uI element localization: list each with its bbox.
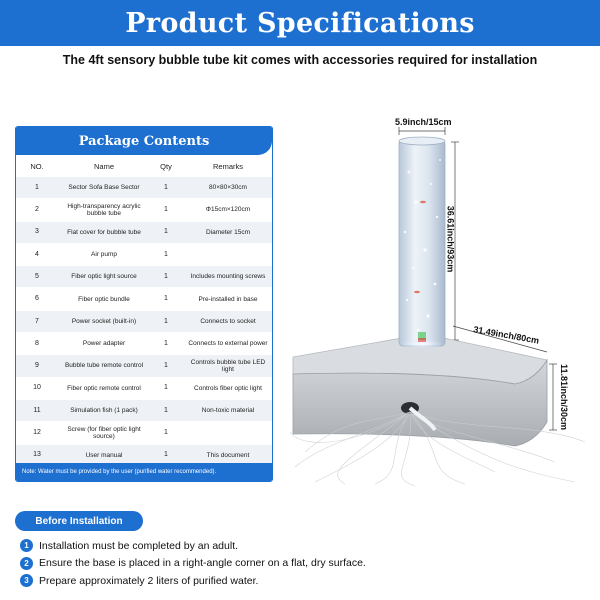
cell-no: 13: [16, 444, 58, 466]
cell-name: Bubble tube remote control: [58, 355, 150, 377]
cell-name: Power socket (built-in): [58, 310, 150, 333]
cell-name: High-transparency acrylic bubble tube: [58, 199, 150, 221]
cell-no: 1: [16, 177, 58, 199]
cell-no: 7: [16, 310, 58, 333]
cell-name: Flat cover for bubble tube: [58, 221, 150, 243]
cell-qty: 1: [150, 377, 182, 399]
bubble-tube-image: [289, 127, 586, 487]
cell-name: Screw (for fiber optic light source): [58, 422, 150, 444]
cell-remarks: Controls fiber optic light: [182, 377, 272, 399]
header-name: Name: [93, 162, 114, 171]
cell-remarks: Diameter 15cm: [182, 221, 272, 243]
product-illustration: 5.9inch/15cm 36.61inch/93cm 31.49inch/80…: [285, 112, 595, 488]
installation-steps: 1 Installation must be completed by an a…: [20, 537, 590, 590]
cell-remarks: Non-toxic material: [182, 399, 272, 422]
step-text: Installation must be completed by an adu…: [39, 539, 239, 552]
header-no: NO.: [30, 162, 44, 171]
step-number-badge: 3: [20, 574, 33, 588]
cell-remarks: This document: [182, 444, 272, 466]
header-qty: Qty: [160, 162, 172, 171]
header-remarks: Remarks: [212, 162, 243, 171]
tube-height-label: 36.61inch/93cm: [445, 205, 456, 273]
cell-qty: 1: [150, 333, 182, 355]
step-number-badge: 2: [20, 556, 33, 570]
table-header-row: NO. Name Qty Remarks: [16, 157, 272, 176]
cell-qty: 1: [150, 243, 182, 266]
list-item: 3 Prepare approximately 2 liters of puri…: [20, 572, 590, 590]
package-contents-title: Package Contents: [16, 127, 272, 155]
cell-qty: 1: [150, 199, 182, 221]
cell-no: 4: [16, 243, 58, 266]
cell-remarks: Connects to socket: [182, 310, 272, 333]
cell-no: 10: [16, 377, 58, 399]
cell-qty: 1: [150, 444, 182, 466]
cell-remarks: Includes mounting screws: [182, 266, 272, 288]
page-title: Product Specifications: [125, 7, 475, 39]
cell-no: 2: [16, 199, 58, 221]
cell-qty: 1: [150, 266, 182, 288]
cell-qty: 1: [150, 221, 182, 243]
cell-remarks: Pre-installed in base: [182, 288, 272, 310]
before-installation-badge: Before Installation: [15, 511, 143, 531]
cell-no: 9: [16, 355, 58, 377]
cell-name: Fiber optic light source: [58, 266, 150, 288]
cell-no: 5: [16, 266, 58, 288]
cell-remarks: [182, 243, 272, 266]
cell-no: 11: [16, 399, 58, 422]
package-note: Note: Water must be provided by the user…: [16, 463, 272, 481]
cell-name: User manual: [58, 444, 150, 466]
cell-qty: 1: [150, 288, 182, 310]
cell-qty: 1: [150, 355, 182, 377]
cell-remarks: Connects to external power: [182, 333, 272, 355]
cell-name: Fiber optic remote control: [58, 377, 150, 399]
list-item: 1 Installation must be completed by an a…: [20, 537, 590, 555]
cell-qty: 1: [150, 310, 182, 333]
cell-qty: 1: [150, 399, 182, 422]
base-height-label: 11.81inch/30cm: [559, 363, 570, 431]
cell-no: 6: [16, 288, 58, 310]
step-text: Ensure the base is placed in a right-ang…: [39, 557, 366, 570]
list-item: 2 Ensure the base is placed in a right-a…: [20, 555, 590, 573]
cell-qty: 1: [150, 422, 182, 444]
tube-diameter-label: 5.9inch/15cm: [395, 117, 452, 127]
cell-no: 12: [16, 422, 58, 444]
cell-no: 8: [16, 333, 58, 355]
step-number-badge: 1: [20, 539, 33, 553]
cell-name: Air pump: [58, 243, 150, 266]
cell-remarks: [182, 422, 272, 444]
cell-name: Sector Sofa Base Sector: [58, 177, 150, 199]
title-banner: Product Specifications: [0, 0, 600, 46]
cell-name: Fiber optic bundle: [58, 288, 150, 310]
step-text: Prepare approximately 2 liters of purifi…: [39, 574, 259, 587]
cell-remarks: Φ15cm×120cm: [182, 199, 272, 221]
cell-qty: 1: [150, 177, 182, 199]
page-subtitle: The 4ft sensory bubble tube kit comes wi…: [62, 53, 538, 67]
cell-no: 3: [16, 221, 58, 243]
cell-remarks: 80×80×30cm: [182, 177, 272, 199]
cell-remarks: Controls bubble tube LED light: [182, 355, 272, 377]
cell-name: Simulation fish (1 pack): [58, 399, 150, 422]
cell-name: Power adapter: [58, 333, 150, 355]
